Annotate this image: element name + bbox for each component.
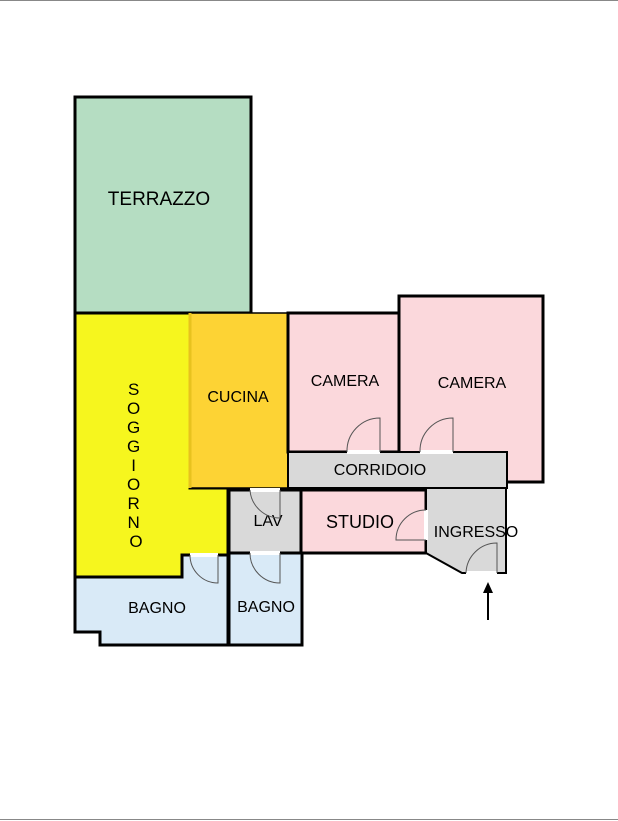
room-cucina: CUCINA: [188, 312, 289, 489]
door-swing-studio: [395, 509, 427, 541]
room-label-camera-left: CAMERA: [311, 373, 380, 390]
arrow-up-icon: [483, 582, 493, 620]
room-label-bagno-right: BAGNO: [237, 599, 295, 616]
door-swing-camera-right: [419, 417, 454, 453]
door-swing-bagno-right: [249, 552, 281, 584]
room-label-bagno-left: BAGNO: [128, 600, 186, 617]
room-studio: STUDIO: [299, 488, 428, 555]
door-swing-camera-left: [346, 417, 381, 453]
door-swings: [189, 417, 498, 584]
room-label-camera-right: CAMERA: [438, 375, 507, 392]
room-corridoio: CORRIDOIO: [287, 451, 508, 489]
door-swing-ingresso: [465, 542, 498, 574]
room-label-ingresso: INGRESSO: [434, 524, 518, 541]
room-label-studio: STUDIO: [326, 512, 394, 532]
room-label-corridoio: CORRIDOIO: [334, 462, 426, 479]
room-camera-left: CAMERA: [286, 311, 401, 454]
room-label-soggiorno: S O G G I O R N O: [127, 380, 145, 551]
door-swing-lav: [249, 489, 281, 519]
room-terrazzo: TERRAZZO: [73, 95, 253, 315]
door-swing-bagno-left: [189, 554, 219, 584]
room-bagno-right: BAGNO: [227, 551, 304, 647]
room-label-cucina: CUCINA: [207, 389, 269, 406]
room-lav: LAV: [227, 488, 303, 555]
room-ingresso: INGRESSO: [425, 487, 518, 574]
room-label-terrazzo: TERRAZZO: [108, 189, 210, 210]
door-openings: [190, 450, 497, 575]
